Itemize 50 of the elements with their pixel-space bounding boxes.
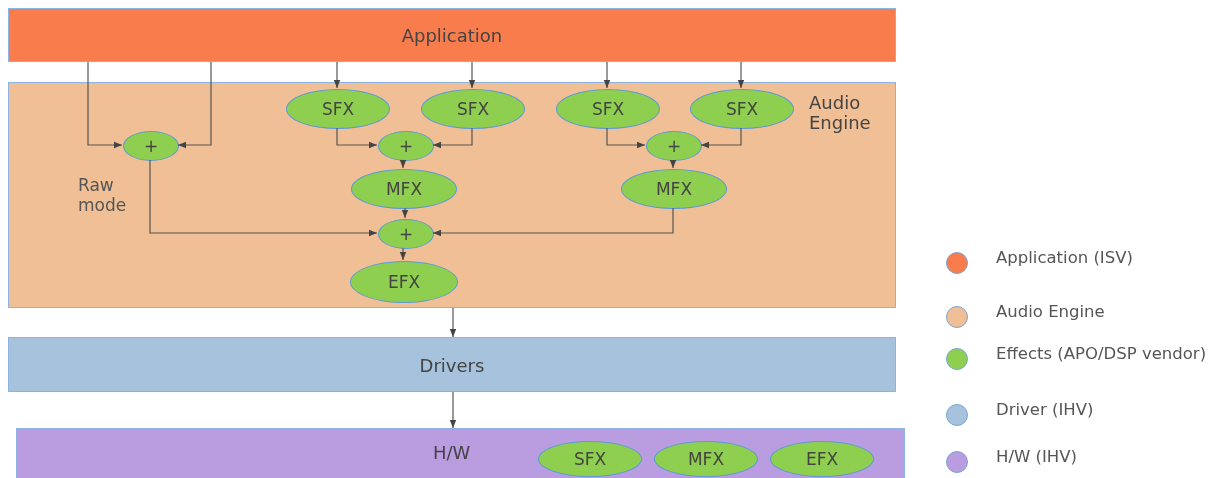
- node-label: MFX: [385, 179, 423, 199]
- legend-label: Application (ISV): [996, 248, 1134, 268]
- arrow: [401, 207, 409, 219]
- node-label: SFX: [573, 449, 607, 469]
- legend-label: Audio Engine: [996, 302, 1106, 322]
- node-label: Drivers: [418, 355, 486, 376]
- layer-band: [16, 428, 905, 478]
- mixer-ellipse: [123, 131, 179, 161]
- node-label: MFX: [687, 449, 725, 469]
- arrow: [177, 61, 212, 149]
- legend-label: Effects (APO/DSP vendor): [996, 344, 1208, 364]
- arrow: [149, 159, 378, 237]
- arrow: [449, 391, 457, 429]
- node-label: MFX: [655, 179, 693, 199]
- arrow: [606, 127, 646, 149]
- node-label: +: [398, 136, 414, 156]
- node-label: +: [666, 136, 682, 156]
- arrow: [333, 61, 341, 89]
- node-label: EFX: [387, 272, 421, 292]
- mixer-ellipse: [646, 131, 702, 161]
- node-label: SFX: [456, 99, 490, 119]
- mixer-ellipse: [378, 131, 434, 161]
- node-label: SFX: [725, 99, 759, 119]
- arrow: [87, 61, 123, 149]
- node-label: Application: [400, 26, 504, 46]
- arrow: [399, 159, 407, 169]
- legend-label: H/W (IHV): [996, 447, 1078, 467]
- arrow: [737, 61, 745, 89]
- node-label: EFX: [805, 449, 839, 469]
- node-label: +: [398, 224, 414, 244]
- legend-label: Driver (IHV): [996, 400, 1095, 420]
- arrow: [468, 61, 476, 89]
- node-label: Audio Engine: [809, 93, 872, 133]
- arrow: [449, 307, 457, 338]
- node-label: +: [143, 136, 159, 156]
- node-label: H/W: [433, 443, 471, 463]
- layer-band: [8, 337, 896, 392]
- layer-band: [8, 8, 896, 62]
- arrow: [399, 247, 407, 261]
- arrow: [432, 127, 473, 149]
- layer-band: [8, 82, 896, 308]
- arrow: [432, 207, 674, 237]
- arrow: [336, 127, 378, 149]
- node-label: SFX: [591, 99, 625, 119]
- arrow: [603, 61, 611, 89]
- node-label: SFX: [321, 99, 355, 119]
- arrow: [700, 127, 742, 149]
- annotation-label: Raw mode: [78, 176, 128, 216]
- mixer-ellipse: [378, 219, 434, 249]
- arrow: [669, 159, 677, 169]
